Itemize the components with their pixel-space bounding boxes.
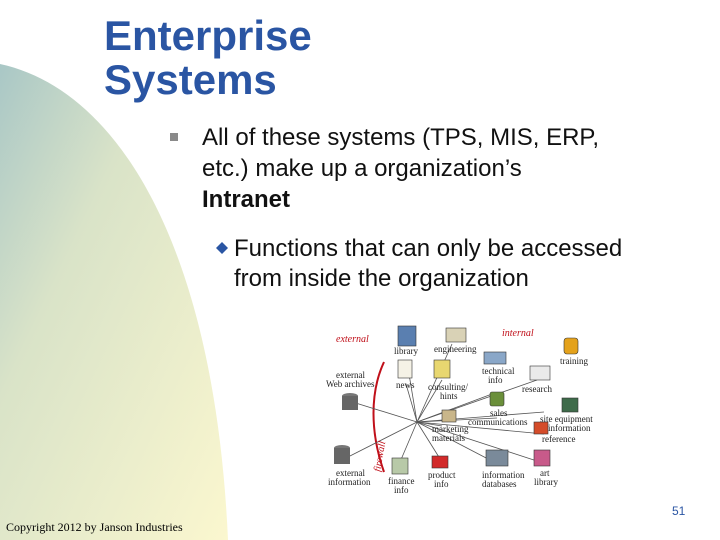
diagram-marketing-label-1: marketing <box>432 424 469 434</box>
diagram-reference-label: reference <box>542 434 575 444</box>
sales-icon <box>489 391 505 407</box>
training-icon <box>563 337 579 355</box>
sub-bullet-line-1: Functions that can only be accessed <box>234 235 623 262</box>
information-databases-icon <box>485 449 509 467</box>
slide-title: Enterprise Systems <box>104 14 312 102</box>
diagram-internal-label: internal <box>502 328 534 339</box>
diagram-external-label: external <box>336 334 369 345</box>
bullet-line-2: etc.) make up a organization’s <box>202 155 522 182</box>
diagram-engineering-label: engineering <box>434 344 477 354</box>
bullet-line-1: All of these systems (TPS, MIS, ERP, <box>202 124 600 151</box>
diagram-site-equipment-label-1: site equipment <box>540 414 593 424</box>
diagram-marketing-label-2: materials <box>432 433 465 443</box>
diagram-external-web-label-1: external <box>336 370 365 380</box>
diagram-finance-info-label-2: info <box>394 485 409 495</box>
diagram-art-library-label-2: library <box>534 477 558 487</box>
diagram-technical-info-label-1: technical <box>482 366 515 376</box>
reference-icon <box>533 421 549 435</box>
page-number: 51 <box>672 504 686 518</box>
diagram-training-label: training <box>560 356 588 366</box>
diagram-external-information-label-2: information <box>328 477 371 487</box>
diagram-art-library-label-1: art <box>540 468 550 478</box>
diagram-product-info-label-2: info <box>434 479 449 489</box>
square-bullet-icon <box>170 133 178 141</box>
intranet-diagram: external internal firewall library engin… <box>326 325 593 495</box>
external-server-body <box>342 396 358 410</box>
diagram-consulting-label-2: hints <box>440 391 458 401</box>
diamond-bullet-icon <box>216 242 228 254</box>
diagram-library-label: library <box>394 346 418 356</box>
marketing-icon <box>441 409 457 423</box>
title-line-2: Systems <box>104 56 277 103</box>
diagram-information-databases-label-1: information <box>482 470 525 480</box>
news-icon <box>397 359 413 379</box>
site-equipment-icon <box>561 397 579 413</box>
copyright-notice: Copyright 2012 by Janson Industries <box>6 520 183 534</box>
sub-bullet-text: Functions that can only be accessed from… <box>234 234 694 294</box>
art-library-icon <box>533 449 551 467</box>
diagram-research-label: research <box>522 384 552 394</box>
diagram-finance-info-label-1: finance <box>388 476 414 486</box>
research-icon <box>529 365 551 381</box>
product-info-icon <box>431 455 449 469</box>
external-information-body <box>334 448 350 464</box>
main-bullet-text: All of these systems (TPS, MIS, ERP, etc… <box>202 122 682 215</box>
diagram-product-info-label-1: product <box>428 470 456 480</box>
sub-bullet-line-2: from inside the organization <box>234 265 529 292</box>
bullet-emphasis: Intranet <box>202 186 291 213</box>
firewall-arc <box>372 361 385 473</box>
consulting-icon <box>433 359 451 379</box>
technical-info-icon <box>483 351 507 365</box>
title-line-1: Enterprise <box>104 12 312 59</box>
diagram-firewall-label: firewall <box>372 440 388 472</box>
connector-lines <box>345 343 545 463</box>
diagram-sales-label-1: sales <box>490 408 508 418</box>
finance-info-icon <box>391 457 409 475</box>
diagram-sales-label-2: communications <box>468 417 528 427</box>
diagram-external-information-label-1: external <box>336 468 365 478</box>
library-icon <box>397 325 417 347</box>
diagram-consulting-label-1: consulting/ <box>428 382 468 392</box>
diagram-site-equipment-label-2: information <box>548 423 591 433</box>
engineering-icon <box>445 327 467 343</box>
diagram-news-label: news <box>396 380 415 390</box>
diagram-information-databases-label-2: databases <box>482 479 517 489</box>
diagram-technical-info-label-2: info <box>488 375 503 385</box>
diagram-external-web-label-2: Web archives <box>326 379 375 389</box>
